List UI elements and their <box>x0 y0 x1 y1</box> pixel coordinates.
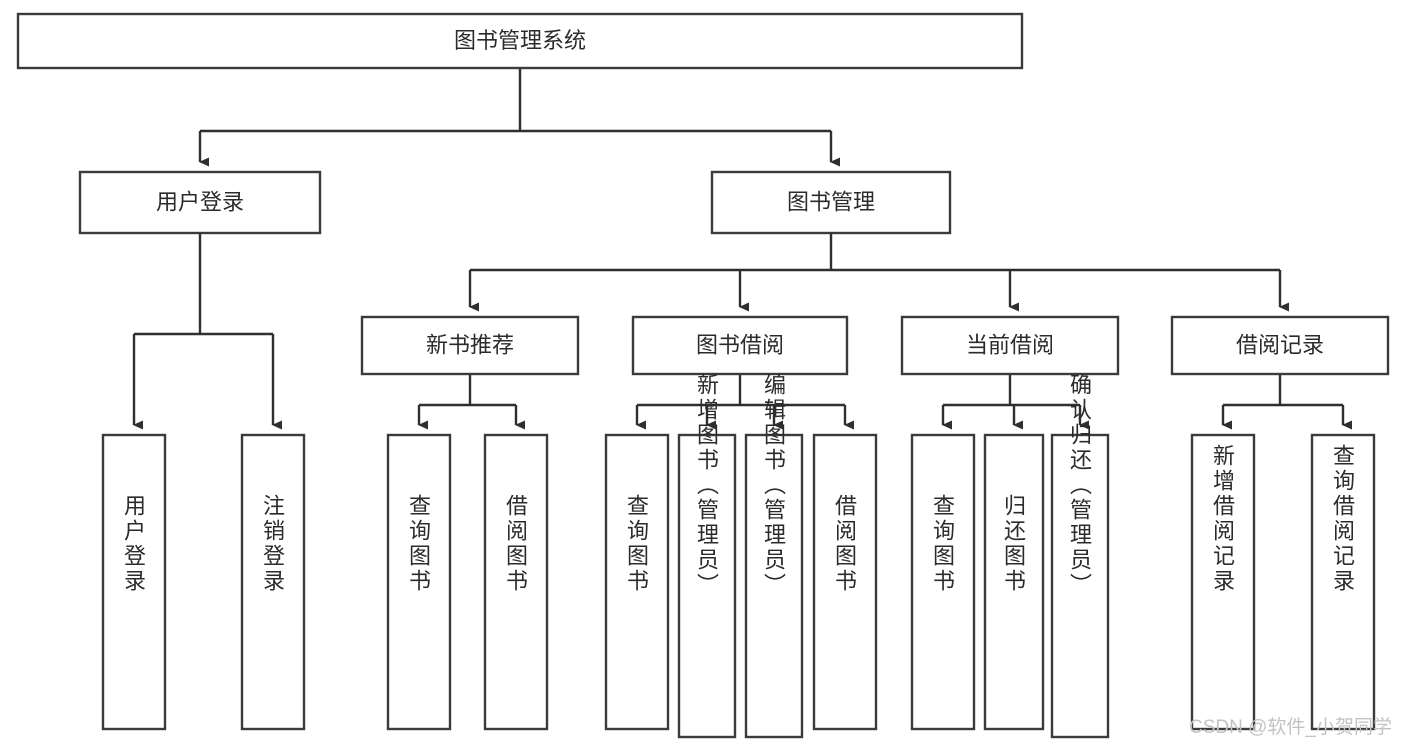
node-leaf-query-book-1[interactable]: 查询图书 <box>386 433 452 731</box>
connectors-layer <box>132 68 1352 430</box>
leaf-box <box>744 433 804 739</box>
node-new-book-recommend[interactable]: 新书推荐 <box>360 315 580 376</box>
level3-box <box>1170 315 1390 376</box>
node-leaf-query-book-2[interactable]: 查询图书 <box>604 433 670 731</box>
node-label-user-login: 用户登录 <box>156 189 244 214</box>
root-box <box>16 12 1024 70</box>
node-user-login[interactable]: 用户登录 <box>78 170 322 235</box>
node-label-leaf-return-book: 归还图书 <box>1001 494 1026 594</box>
node-leaf-edit-book[interactable]: 编辑图书（管理员） <box>744 373 804 739</box>
leaf-box <box>983 433 1045 731</box>
node-book-manage[interactable]: 图书管理 <box>710 170 952 235</box>
node-label-leaf-confirm-return: 确认归还（管理员） <box>1067 373 1092 598</box>
node-label-leaf-edit-book: 编辑图书（管理员） <box>761 373 786 598</box>
level3-box <box>900 315 1120 376</box>
node-leaf-query-borrow-record[interactable]: 查询借阅记录 <box>1310 433 1376 731</box>
node-leaf-borrow-book-2[interactable]: 借阅图书 <box>812 433 878 731</box>
leaf-box <box>604 433 670 731</box>
node-label-book-borrow: 图书借阅 <box>696 332 784 357</box>
node-label-leaf-logout-login: 注销登录 <box>260 494 285 594</box>
csdn-watermark: CSDN @软件_小贺同学 <box>1189 716 1392 738</box>
node-book-borrow[interactable]: 图书借阅 <box>631 315 849 376</box>
node-label-leaf-query-book-1: 查询图书 <box>406 494 431 594</box>
leaf-box <box>1050 433 1110 739</box>
node-root[interactable]: 图书管理系统 <box>16 12 1024 70</box>
node-label-leaf-add-book: 新增图书（管理员） <box>694 373 719 598</box>
node-leaf-query-book-3[interactable]: 查询图书 <box>910 433 976 731</box>
node-label-borrow-record: 借阅记录 <box>1236 332 1324 357</box>
leaf-box <box>910 433 976 731</box>
node-label-leaf-query-book-3: 查询图书 <box>930 494 955 594</box>
boxes-layer: 图书管理系统用户登录图书管理新书推荐图书借阅当前借阅借阅记录用户登录注销登录查询… <box>16 12 1390 739</box>
leaf-box <box>101 433 167 731</box>
leaf-box <box>1190 433 1256 731</box>
node-label-leaf-borrow-book-1: 借阅图书 <box>503 494 528 594</box>
node-current-borrow[interactable]: 当前借阅 <box>900 315 1120 376</box>
node-label-leaf-query-book-2: 查询图书 <box>624 494 649 594</box>
level2-box <box>78 170 322 235</box>
node-leaf-borrow-book-1[interactable]: 借阅图书 <box>483 433 549 731</box>
leaf-box <box>812 433 878 731</box>
node-leaf-logout-login[interactable]: 注销登录 <box>240 433 306 731</box>
leaf-box <box>677 433 737 739</box>
node-label-leaf-add-borrow-record: 新增借阅记录 <box>1210 444 1235 594</box>
leaf-box <box>483 433 549 731</box>
level2-box <box>710 170 952 235</box>
leaf-box <box>240 433 306 731</box>
level3-box <box>360 315 580 376</box>
node-leaf-confirm-return[interactable]: 确认归还（管理员） <box>1050 373 1110 739</box>
node-label-leaf-user-login: 用户登录 <box>121 494 146 594</box>
leaf-box <box>386 433 452 731</box>
node-leaf-return-book[interactable]: 归还图书 <box>983 433 1045 731</box>
node-label-new-book-recommend: 新书推荐 <box>426 332 514 357</box>
node-label-root: 图书管理系统 <box>454 28 586 53</box>
node-leaf-add-book[interactable]: 新增图书（管理员） <box>677 373 737 739</box>
node-label-leaf-borrow-book-2: 借阅图书 <box>832 494 857 594</box>
node-label-leaf-query-borrow-record: 查询借阅记录 <box>1330 444 1355 594</box>
node-leaf-user-login[interactable]: 用户登录 <box>101 433 167 731</box>
level3-box <box>631 315 849 376</box>
node-label-current-borrow: 当前借阅 <box>966 332 1054 357</box>
leaf-box <box>1310 433 1376 731</box>
node-leaf-add-borrow-record[interactable]: 新增借阅记录 <box>1190 433 1256 731</box>
node-label-book-manage: 图书管理 <box>787 189 875 214</box>
node-borrow-record[interactable]: 借阅记录 <box>1170 315 1390 376</box>
